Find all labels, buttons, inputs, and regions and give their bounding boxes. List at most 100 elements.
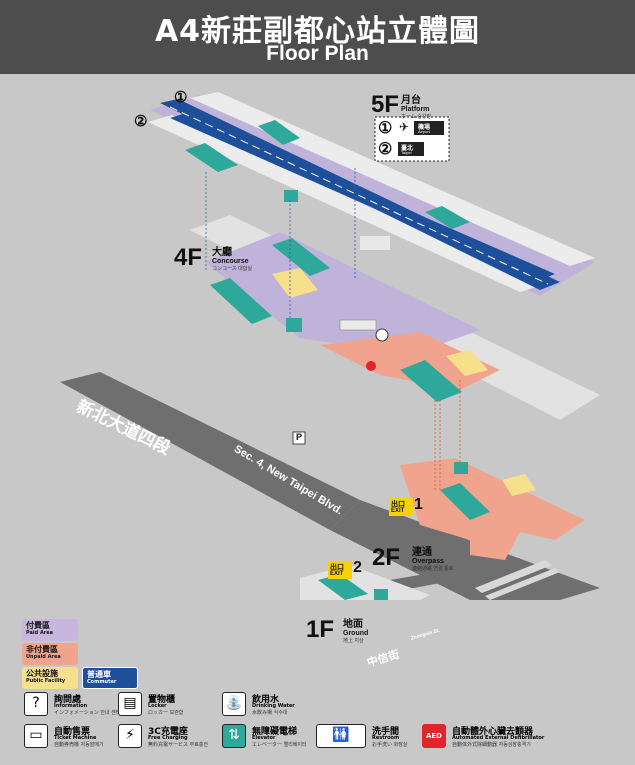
stair-block-5f [360, 236, 390, 250]
legend-ticket-zh: 自動售票 [54, 727, 91, 737]
floor-4f-level: 4F [174, 244, 203, 271]
legend-public-zh: 公共設施 [26, 669, 58, 678]
floor-4f-sub: コンコース 대합실 [212, 266, 252, 272]
legend-free-charging: ⚡ 3C充電座 Free Charging 無料充電サービス 무료충전 [118, 724, 208, 754]
overpass-2f-deck [400, 458, 585, 560]
floor-1f-level: 1F [306, 616, 335, 643]
legend-paid-area: 付費區 Paid Area [22, 619, 78, 641]
platform-1-number: ① [378, 120, 393, 137]
escalator-5f-a [258, 120, 300, 145]
legend-information: ? 詢問處 Information インフォメーション 안내 센터 [24, 692, 120, 722]
page-subtitle: Floor Plan [266, 42, 369, 65]
escalator-2f [440, 483, 490, 520]
legend-elevator-en: Elevator [252, 735, 276, 741]
public-facility-4f-b [446, 350, 488, 376]
escalator-5f-c [425, 206, 470, 229]
aed-marker [366, 361, 376, 371]
floor-2f-level: 2F [372, 544, 401, 571]
floor-2f-zh: 連通 [412, 547, 432, 558]
floor-5f-sub: ホーム 승강장 [401, 114, 432, 120]
escalator-4f-a [210, 278, 272, 324]
page-title: A4新莊副都心站立體圖 [154, 14, 481, 49]
legend-info-sub: インフォメーション 안내 센터 [54, 710, 121, 716]
legend-charging-zh: 3C充電座 [148, 727, 188, 737]
exit-1-en[interactable]: EXIT [391, 508, 405, 514]
ground-plane [0, 320, 635, 600]
exit-2-en[interactable]: EXIT [330, 571, 344, 577]
drinking-water-icon: ⛲ [222, 692, 246, 716]
airport-sign-zh: 機場 [418, 125, 431, 131]
main-road-ext [330, 500, 600, 600]
legend-restroom-en: Restroom [372, 735, 400, 741]
legend-locker-zh: 置物櫃 [148, 695, 176, 705]
track-1-number: ① [174, 89, 188, 106]
escalator-5f-b [185, 143, 238, 172]
station-floor-plan [0, 92, 635, 600]
main-road [60, 372, 360, 530]
legend-commuter: 普通車 Commuter [82, 667, 138, 689]
taipei-sign-zh: 臺北 [401, 146, 414, 152]
exit-1-badge [389, 498, 413, 516]
airport-sign-en: Airport [418, 129, 430, 134]
locker-icon: ▤ [118, 692, 142, 716]
exit-2-zh: 出口 [330, 564, 344, 571]
legend-locker-en: Locker [148, 703, 167, 709]
legend-water-zh: 飲用水 [252, 695, 280, 705]
platform-2-number: ② [378, 141, 393, 158]
airport-sign [414, 121, 444, 135]
taipei-sign-en: Taipei [401, 150, 412, 155]
info-counter [375, 328, 389, 342]
ticket-machine-icon: ▭ [24, 724, 48, 748]
elevator-1f [374, 589, 388, 600]
elevator-2f [454, 462, 468, 474]
legend-aed-en: Automated External Defibrillator [452, 735, 545, 741]
legend-ticket-en: Ticket Machine [54, 735, 97, 741]
legend-unpaid-zh: 非付費區 [26, 645, 58, 654]
question-icon: ? [24, 692, 48, 716]
legend-unpaid-en: Unpaid Area [26, 654, 61, 660]
floor-connectors [205, 168, 356, 318]
exit-2-badge [328, 561, 352, 579]
aed-icon: AED [422, 724, 446, 748]
legend-info-en: Information [54, 703, 88, 709]
charging-icon: ⚡ [118, 724, 142, 748]
escalator-4f-b [272, 238, 330, 276]
public-facility-2f [502, 474, 536, 496]
legend-public-en: Public Facility [26, 678, 66, 684]
floor-1f-zh: 地面 [343, 619, 363, 630]
elevator-icon: ⇅ [222, 724, 246, 748]
legend-water-sub: 水飲み場 식수대 [252, 710, 288, 716]
legend-restroom-sub: お手洗い 화장실 [372, 742, 408, 748]
legend-charging-sub: 無料充電サービス 무료충전 [148, 742, 208, 748]
legend-public-facility: 公共設施 Public Facility [22, 667, 78, 689]
floor-2f-sub: 連絡通路 연결 통로 [412, 566, 454, 572]
legend-unpaid-area: 非付費區 Unpaid Area [22, 643, 78, 665]
escalator-1f [318, 574, 368, 600]
legend-locker-sub: ロッカー 보관함 [148, 710, 184, 716]
legend-aed: AED 自動體外心臟去顫器 Automated External Defibri… [422, 724, 622, 754]
legend: 付費區 Paid Area 非付費區 Unpaid Area 公共設施 Publ… [0, 600, 635, 765]
unpaid-area-4f [320, 332, 500, 390]
exit-1-zh: 出口 [391, 501, 405, 508]
crosswalk [475, 560, 560, 600]
legend-ticket-machine: ▭ 自動售票 Ticket Machine 自動券売機 자동발매기 [24, 724, 114, 754]
legend-elevator-sub: エレベーター 엘리베이터 [252, 742, 307, 748]
public-facility-4f [272, 268, 318, 298]
floor-4f-en: Concourse [212, 258, 249, 265]
elevator-5f [284, 190, 298, 202]
legend-water-en: Drinking Water [252, 703, 295, 709]
elevator-4f [286, 318, 302, 332]
track-2-number: ② [134, 113, 148, 130]
title-bar: A4新莊副都心站立體圖 Floor Plan [0, 0, 635, 74]
ticket-gate [339, 319, 377, 331]
floor-2f-en: Overpass [412, 558, 444, 565]
parking-marker [292, 431, 306, 445]
exit-1-number: 1 [414, 496, 423, 513]
floor-5f-level: 5F [371, 91, 400, 118]
legend-paid-zh: 付費區 [26, 621, 50, 630]
floor-5f-en: Platform [401, 106, 430, 113]
floor-1f-en: Ground [343, 630, 369, 637]
legend-ticket-sub: 自動券売機 자동발매기 [54, 742, 104, 748]
legend-locker: ▤ 置物櫃 Locker ロッカー 보관함 [118, 692, 208, 722]
legend-commuter-zh: 普通車 [87, 670, 111, 679]
